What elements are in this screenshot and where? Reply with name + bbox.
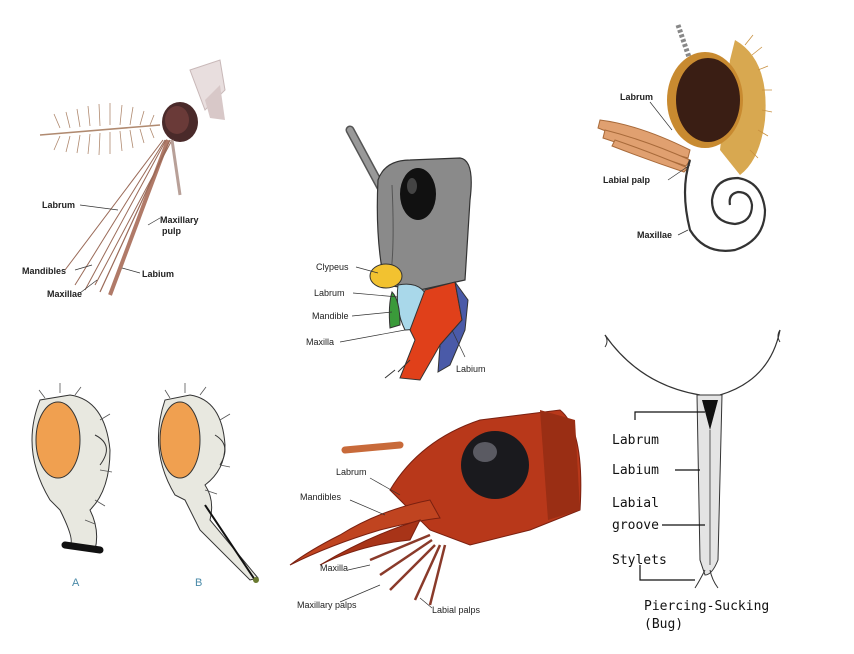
- bug-caption-line2: (Bug): [644, 617, 683, 632]
- grasshopper-label-labium: Labium: [456, 364, 486, 374]
- grasshopper-clypeus: [369, 263, 403, 289]
- butterfly-proboscis-coil: [683, 159, 767, 252]
- mosquito-label-labrum: Labrum: [42, 200, 75, 210]
- wasp-label-mandibles: Mandibles: [300, 492, 342, 502]
- butterfly-label-maxillae: Maxillae: [637, 230, 672, 240]
- bug-label-labrum: Labrum: [612, 433, 659, 448]
- mosquito-figure: Labrum Maxillary pulp Mandibles Labium M…: [22, 59, 226, 299]
- butterfly-label-labial-palp: Labial palp: [603, 175, 651, 185]
- wasp-label-maxilla: Maxilla: [320, 563, 348, 573]
- mosquito-proboscis: [64, 139, 173, 296]
- butterfly-label-labrum: Labrum: [620, 92, 653, 102]
- wasp-label-labrum: Labrum: [336, 467, 367, 477]
- bug-label-labium: Labium: [612, 463, 659, 478]
- wasp-label-labial-palps: Labial palps: [432, 605, 481, 615]
- bug-caption-line1: Piercing-Sucking: [644, 599, 769, 614]
- wasp-palps: [369, 533, 447, 606]
- bug-labrum-tip: [702, 400, 718, 430]
- grasshopper-label-clypeus: Clypeus: [316, 262, 349, 272]
- fly-label-a: A: [72, 577, 80, 589]
- mosquito-label-maxillae: Maxillae: [47, 289, 82, 299]
- grasshopper-label-labrum: Labrum: [314, 288, 345, 298]
- wasp-figure: Labrum Mandibles Maxilla Maxillary palps…: [289, 409, 582, 615]
- fly-label-b: B: [195, 577, 202, 589]
- mosquito-antenna: [39, 103, 161, 156]
- butterfly-eye: [676, 58, 740, 142]
- grasshopper-label-maxilla: Maxilla: [306, 337, 334, 347]
- mosquito-label-labium: Labium: [142, 269, 174, 279]
- bug-label-groove: groove: [612, 518, 659, 533]
- fly-figure-b: [157, 383, 259, 583]
- grasshopper-labium: [437, 281, 469, 373]
- butterfly-figure: Labrum Labial palp Maxillae: [597, 24, 773, 252]
- grasshopper-label-mandible: Mandible: [312, 311, 349, 321]
- mosquito-label-maxillary: Maxillary: [160, 215, 199, 225]
- mosquito-label-mandibles: Mandibles: [22, 266, 66, 276]
- grasshopper-eye: [400, 168, 436, 220]
- grasshopper-figure: Clypeus Labrum Mandible Maxilla Labium: [306, 125, 486, 381]
- wasp-eye: [461, 431, 529, 499]
- wasp-label-maxillary-palps: Maxillary palps: [297, 600, 357, 610]
- bug-label-labial: Labial: [612, 496, 659, 511]
- bug-proboscis: [696, 394, 723, 576]
- mosquito-label-pulp: pulp: [162, 226, 181, 236]
- bug-figure: Labrum Labium Labial groove Stylets Pier…: [604, 329, 781, 632]
- bug-label-stylets: Stylets: [612, 553, 667, 568]
- wasp-mandible: [289, 499, 441, 566]
- grasshopper-mandible: [388, 291, 401, 329]
- butterfly-labial-palp: [597, 119, 691, 173]
- fly-figure-a: [31, 383, 113, 554]
